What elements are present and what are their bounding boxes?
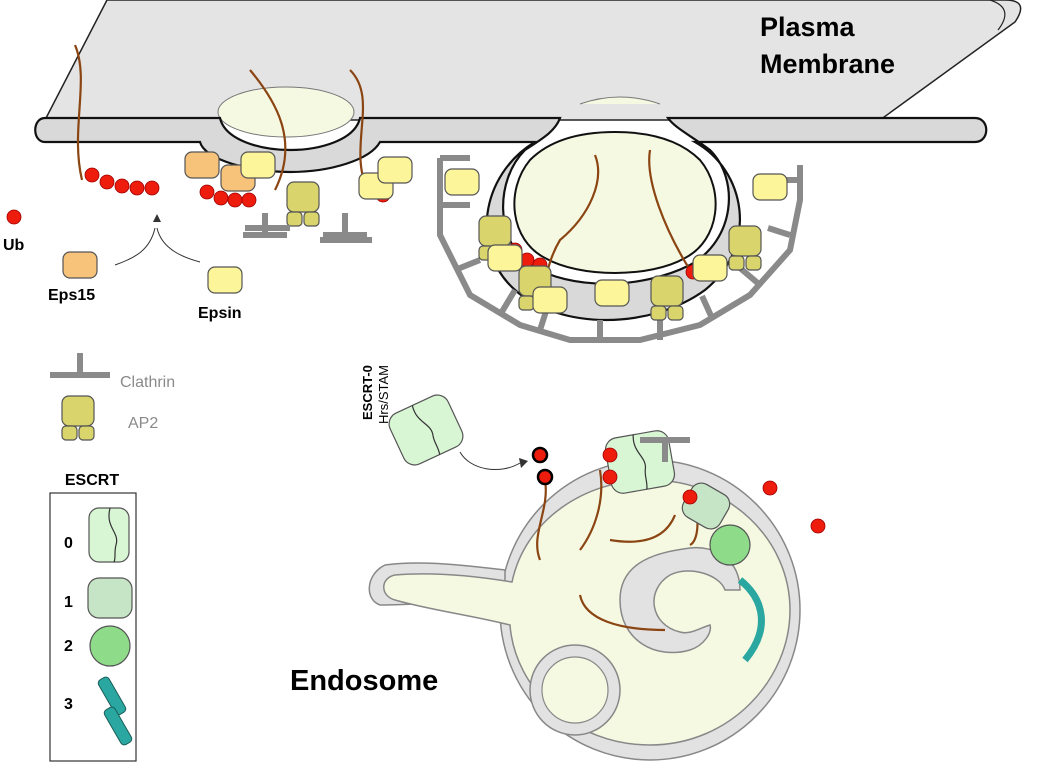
escrt-2-icon (89, 625, 131, 667)
ap2-label: AP2 (128, 415, 158, 432)
ub-label: Ub (3, 237, 25, 254)
endosome-ubiquitin (531, 446, 826, 534)
escrt-1-icon (87, 577, 133, 619)
escrt-0-icon (88, 507, 130, 563)
escrt0-arrow (459, 451, 521, 470)
recruitment-arrow (114, 227, 201, 266)
escrt-3-label: 3 (64, 696, 73, 713)
free-ubiquitin (6, 209, 22, 225)
endosome-label: Endosome (290, 665, 438, 697)
free-eps15 (62, 251, 98, 279)
clathrin-label: Clathrin (120, 374, 175, 391)
ap2-legend-icon (61, 395, 95, 441)
clathrin-legend-icon (50, 353, 110, 378)
adaptors-shallow-pit (184, 151, 413, 243)
epsin-label: Epsin (198, 305, 242, 322)
escrt0-label: ESCRT-0 (360, 365, 375, 420)
hrs-stam-label: Hrs/STAM (376, 365, 391, 424)
free-escrt0 (384, 390, 468, 470)
plasma-membrane-label-2: Membrane (760, 49, 895, 79)
endosome (368, 459, 801, 761)
escrt-2-label: 2 (64, 638, 73, 655)
escrt-legend: ESCRT 0 1 2 3 (49, 472, 137, 762)
clathrin-coat-deep-pit (437, 155, 803, 343)
eps15-label: Eps15 (48, 287, 95, 304)
escrt-3-icon (97, 676, 133, 746)
escrt-legend-title: ESCRT (65, 472, 119, 489)
escrt-1-label: 1 (64, 594, 73, 611)
plasma-membrane-label-1: Plasma (760, 12, 856, 42)
free-epsin (207, 266, 243, 294)
escrt-0-label: 0 (64, 535, 73, 552)
